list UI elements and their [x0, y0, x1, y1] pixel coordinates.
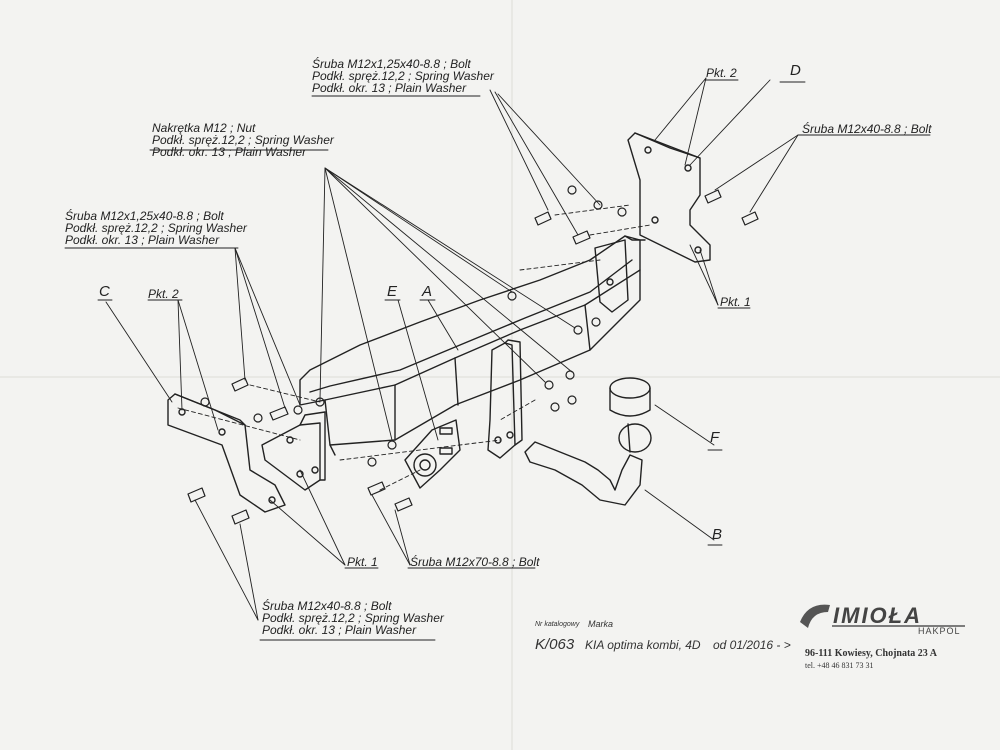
ball-neck-b: [524, 423, 652, 506]
company-address: 96-111 Kowiesy, Chojnata 23 A: [805, 648, 937, 659]
nut-line-3: Podkł. okr. 13 ; Plain Washer: [152, 145, 307, 159]
left-bolt-line-3: Podkł. okr. 13 ; Plain Washer: [65, 233, 220, 247]
pkt1-label-bottom: Pkt. 1: [347, 555, 378, 569]
right-bar-bracket: [594, 239, 629, 313]
fasteners: [187, 185, 759, 525]
left-bar-bracket: [261, 411, 326, 491]
vehicle-model: KIA optima kombi, 4D: [585, 638, 701, 652]
center-drop-plate: [487, 339, 523, 459]
nut-line-1: Nakrętka M12 ; Nut: [152, 121, 256, 135]
crossbar-a: [299, 235, 646, 456]
bottom-bolt-line-3: Podkł. okr. 13 ; Plain Washer: [262, 623, 417, 637]
side-bracket-d: [627, 132, 711, 263]
brand-label: Marka: [588, 619, 614, 629]
pkt1-label-right: Pkt. 1: [720, 295, 751, 309]
bottom-bolt-label: Śruba M12x40-8.8 ; Bolt Podkł. spręż.12,…: [262, 600, 444, 636]
pkt2-label-right: Pkt. 2: [706, 66, 737, 80]
ball-cover-f: [609, 377, 651, 417]
right-bolt-label: Śruba M12x40-8.8 ; Bolt: [802, 122, 932, 136]
company-phone: tel. +48 46 831 73 31: [805, 661, 874, 670]
pkt2-label-left: Pkt. 2: [148, 287, 179, 301]
company-logo-text: IMIOŁA: [833, 603, 922, 628]
nut-line-2: Podkł. spręż.12,2 ; Spring Washer: [152, 133, 334, 147]
part-letter-e: E: [387, 283, 398, 300]
catalog-number: K/063: [535, 636, 575, 653]
part-letter-d: D: [790, 62, 801, 79]
top-bolt-line-2: Podkł. spręż.12,2 ; Spring Washer: [312, 69, 494, 83]
part-letter-b: B: [712, 526, 723, 543]
top-bolt-line-1: Śruba M12x1,25x40-8.8 ; Bolt: [312, 57, 471, 71]
part-letter-a: A: [422, 283, 433, 300]
left-bolt-label: Śruba M12x1,25x40-8.8 ; Bolt Podkł. sprę…: [65, 210, 247, 246]
part-letter-f: F: [710, 429, 720, 446]
left-bolt-line-1: Śruba M12x1,25x40-8.8 ; Bolt: [65, 209, 224, 223]
bottom-bolt-line-2: Podkł. spręż.12,2 ; Spring Washer: [262, 611, 444, 625]
date-range: od 01/2016 - >: [713, 638, 791, 652]
company-sub: HAKPOL: [918, 626, 961, 636]
center-bolt-label: Śruba M12x70-8.8 ; Bolt: [410, 555, 540, 569]
side-bracket-c: [167, 393, 286, 513]
assembly-axis-lines: [177, 204, 651, 491]
ball-mount-flange-e: [404, 419, 461, 489]
nut-group-label: Nakrętka M12 ; Nut Podkł. spręż.12,2 ; S…: [152, 122, 334, 158]
leader-lines: [64, 77, 931, 641]
bottom-bolt-line-1: Śruba M12x40-8.8 ; Bolt: [262, 599, 392, 613]
top-bolt-label: Śruba M12x1,25x40-8.8 ; Bolt Podkł. sprę…: [312, 58, 494, 94]
top-bolt-line-3: Podkł. okr. 13 ; Plain Washer: [312, 81, 467, 95]
part-letter-c: C: [99, 283, 110, 300]
logo-emblem: [800, 604, 965, 628]
catalog-number-label: Nr katalogowy: [535, 621, 580, 628]
left-bolt-line-2: Podkł. spręż.12,2 ; Spring Washer: [65, 221, 247, 235]
